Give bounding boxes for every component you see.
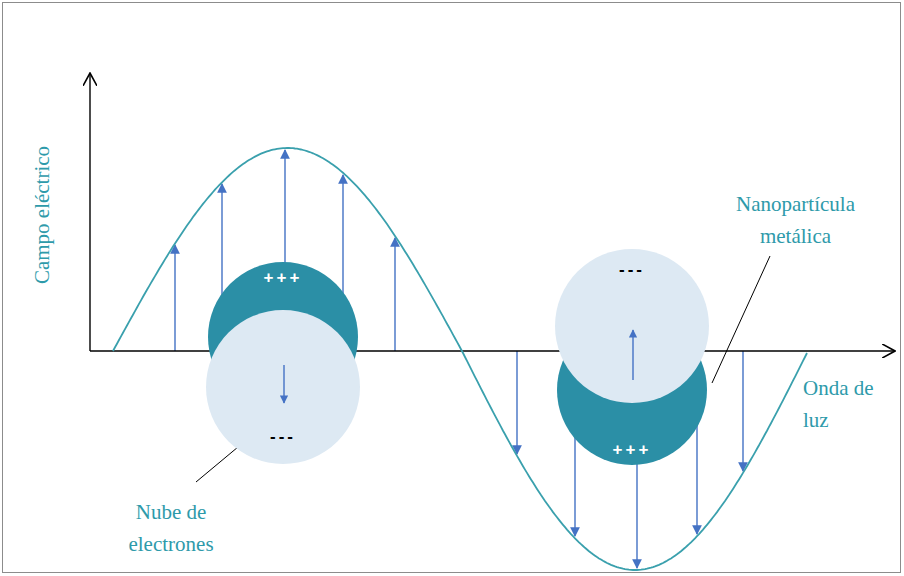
field-arrows — [175, 150, 743, 568]
charge-sign: --- — [206, 427, 360, 447]
frame — [3, 3, 901, 573]
charge-sign: +++ — [555, 440, 709, 460]
y-axis — [89, 73, 90, 351]
sine-wave — [113, 148, 807, 570]
callout-label: Nanopartícula metálica — [718, 188, 873, 252]
metal-nanoparticle: --- +++ — [555, 249, 709, 466]
axis-label: Onda de luz — [803, 372, 895, 436]
charge-sign: +++ — [206, 268, 360, 288]
metal-nanoparticle: +++ --- — [206, 262, 360, 466]
leader-line — [712, 256, 770, 383]
particle-shape — [555, 249, 709, 466]
leader-line — [196, 447, 238, 482]
callout-label: Nube de electrones — [112, 496, 230, 560]
axis-label: Campo eléctrico — [26, 146, 58, 284]
charge-sign: --- — [555, 260, 709, 280]
